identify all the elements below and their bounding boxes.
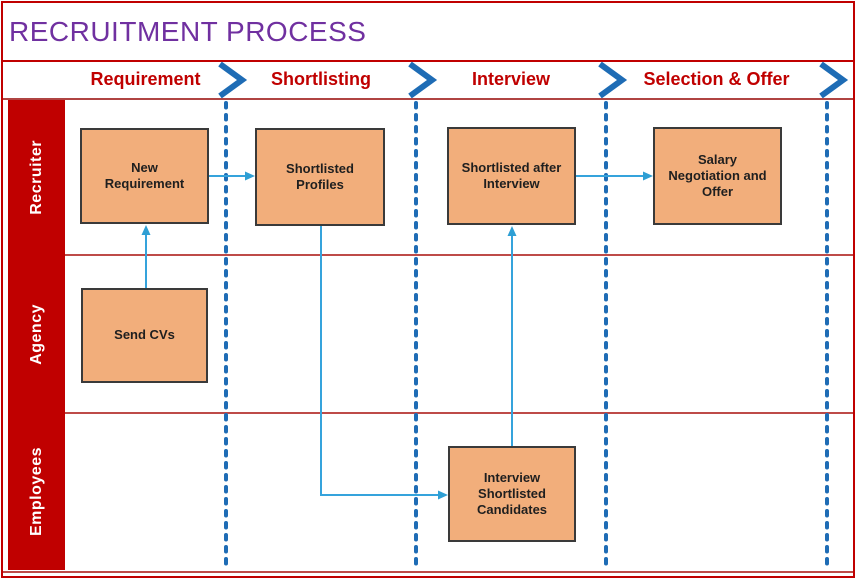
lane-label: Agency — [27, 303, 45, 365]
phase-header-selection-offer: Selection & Offer — [606, 60, 827, 98]
lane-label-agency: Agency — [8, 255, 65, 413]
lane-label: Employees — [27, 447, 45, 536]
lane-bottom-line — [3, 571, 853, 573]
phase-header-requirement: Requirement — [65, 60, 226, 98]
swimlane-sidebar: Recruiter Agency Employees — [8, 100, 65, 570]
lane-divider-agency-employees — [65, 412, 853, 414]
node-salary-negotiation-offer: Salary Negotiation and Offer — [653, 127, 782, 225]
phase-label: Selection & Offer — [643, 68, 790, 89]
node-send-cvs: Send CVs — [81, 288, 208, 383]
lane-divider-recruiter-agency — [65, 254, 853, 256]
phase-label: Shortlisting — [271, 68, 371, 89]
node-interview-shortlisted-candidates: Interview Shortlisted Candidates — [448, 446, 576, 542]
lane-label: Recruiter — [27, 140, 45, 215]
phase-header-interview: Interview — [416, 60, 606, 98]
page-title: RECRUITMENT PROCESS — [9, 15, 367, 47]
phase-label: Interview — [471, 68, 551, 89]
node-shortlisted-profiles: Shortlisted Profiles — [255, 128, 385, 226]
lane-label-recruiter: Recruiter — [8, 100, 65, 255]
node-new-requirement: New Requirement — [80, 128, 209, 224]
phase-header-shortlisting: Shortlisting — [226, 60, 416, 98]
phase-label: Requirement — [90, 68, 201, 89]
lane-label-employees: Employees — [8, 413, 65, 570]
title-band: RECRUITMENT PROCESS — [3, 3, 853, 62]
node-shortlisted-after-interview: Shortlisted after Interview — [447, 127, 576, 225]
